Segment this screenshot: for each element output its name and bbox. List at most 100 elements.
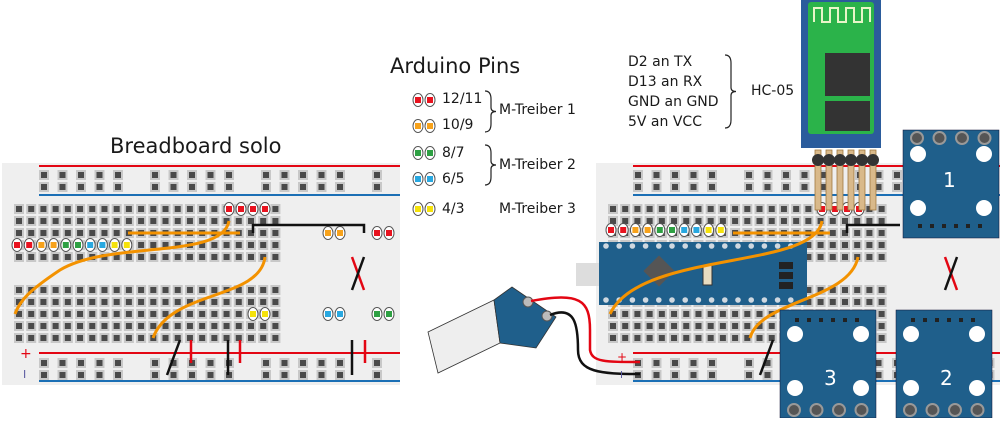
header-pin bbox=[947, 318, 951, 322]
pin-marker bbox=[386, 230, 392, 236]
breadboard-hole bbox=[186, 287, 193, 293]
breadboard-hole bbox=[150, 323, 157, 329]
breadboard-hole bbox=[77, 287, 84, 293]
breadboard-hole bbox=[150, 242, 157, 248]
breadboard-hole bbox=[281, 184, 288, 190]
motor-terminal bbox=[832, 403, 846, 417]
pin-marker bbox=[87, 242, 94, 248]
pin-marker bbox=[14, 242, 20, 248]
pin-marker bbox=[669, 227, 675, 233]
breadboard-hole bbox=[125, 335, 132, 341]
breadboard-hole bbox=[260, 299, 267, 305]
breadboard-hole bbox=[634, 311, 641, 317]
pin-marker bbox=[75, 242, 81, 248]
nano-pin-bottom bbox=[788, 297, 794, 303]
rail-minus-label-right: I bbox=[620, 370, 623, 381]
battery-wire-red bbox=[530, 296, 641, 364]
breadboard-hole bbox=[732, 218, 739, 224]
breadboard-hole bbox=[138, 254, 145, 260]
header-pin bbox=[807, 318, 811, 322]
pin-marker bbox=[415, 97, 421, 103]
header-pin bbox=[855, 318, 859, 322]
breadboard-hole bbox=[671, 335, 678, 341]
breadboard-hole bbox=[683, 206, 690, 212]
pin-marker bbox=[632, 227, 639, 233]
breadboard-hole bbox=[318, 184, 325, 190]
pin-marker bbox=[111, 242, 118, 248]
breadboard-hole bbox=[40, 206, 47, 212]
wire-orange bbox=[748, 256, 860, 339]
breadboard-hole bbox=[653, 372, 660, 378]
breadboard-hole bbox=[272, 206, 279, 212]
header-pin bbox=[966, 224, 970, 228]
breadboard-hole bbox=[646, 323, 653, 329]
breadboard-hole bbox=[77, 206, 84, 212]
breadboard-hole bbox=[756, 218, 763, 224]
header-pin bbox=[831, 318, 835, 322]
breadboard-hole bbox=[281, 172, 288, 178]
breadboard-hole bbox=[125, 311, 132, 317]
breadboard-hole bbox=[672, 372, 678, 378]
breadboard-hole bbox=[40, 299, 47, 305]
breadboard-hole bbox=[272, 335, 279, 341]
breadboard-hole bbox=[894, 184, 900, 190]
breadboard-hole bbox=[671, 206, 678, 212]
breadboard-hole bbox=[199, 242, 206, 248]
breadboard-hole bbox=[658, 323, 665, 329]
breadboard-hole bbox=[622, 335, 629, 341]
breadboard-hole bbox=[683, 311, 690, 317]
motor-terminal bbox=[910, 131, 924, 145]
breadboard-hole bbox=[113, 254, 120, 260]
breadboard-hole bbox=[805, 287, 812, 293]
pin-marker bbox=[427, 97, 433, 103]
breadboard-hole bbox=[622, 323, 629, 329]
breadboard-hole bbox=[138, 242, 145, 248]
breadboard-hole bbox=[235, 242, 242, 248]
hc05-header-socket bbox=[867, 154, 879, 166]
hc05-module bbox=[801, 0, 881, 211]
pin-marker bbox=[656, 227, 663, 233]
breadboard-hole bbox=[211, 335, 218, 341]
pin-marker bbox=[374, 311, 380, 317]
breadboard-hole bbox=[707, 311, 714, 317]
breadboard-hole bbox=[16, 299, 22, 305]
breadboard-hole bbox=[805, 254, 812, 260]
breadboard-hole bbox=[247, 218, 254, 224]
breadboard-hole bbox=[189, 372, 195, 378]
breadboard-hole bbox=[28, 218, 35, 224]
motor-driver-2-number: 2 bbox=[940, 366, 953, 390]
breadboard-hole bbox=[820, 184, 826, 190]
breadboard-hole bbox=[174, 311, 181, 317]
breadboard-hole bbox=[235, 287, 242, 293]
pin-marker bbox=[50, 242, 57, 248]
breadboard-hole bbox=[78, 372, 84, 378]
breadboard-hole bbox=[817, 242, 824, 248]
breadboard-hole bbox=[125, 323, 132, 329]
breadboard-hole bbox=[622, 206, 629, 212]
brace-driver-2 bbox=[484, 144, 497, 186]
wires-left bbox=[13, 220, 367, 376]
breadboard-hole bbox=[52, 254, 59, 260]
breadboard-hole bbox=[646, 335, 653, 341]
breadboard-hole bbox=[52, 323, 59, 329]
breadboard-hole bbox=[41, 360, 47, 366]
breadboard-hole bbox=[841, 230, 848, 236]
pin-marker bbox=[262, 206, 268, 212]
mounting-hole bbox=[910, 200, 926, 216]
breadboard-hole bbox=[878, 206, 885, 212]
breadboard-hole bbox=[78, 184, 84, 190]
nano-pin-top bbox=[748, 243, 754, 249]
breadboard-hole bbox=[744, 206, 751, 212]
breadboard-hole bbox=[634, 335, 641, 341]
breadboard-hole bbox=[186, 335, 193, 341]
nano-pin-bottom bbox=[774, 297, 781, 303]
nano-pin-top bbox=[616, 243, 622, 249]
pin-legend-markers bbox=[412, 93, 436, 216]
breadboard-hole bbox=[695, 206, 702, 212]
pin-marker bbox=[325, 230, 331, 236]
breadboard-hole bbox=[150, 218, 157, 224]
motor-driver-3 bbox=[779, 309, 877, 419]
wire-orange bbox=[151, 256, 267, 339]
nano-pin-top bbox=[695, 243, 702, 249]
mounting-hole bbox=[787, 380, 803, 396]
